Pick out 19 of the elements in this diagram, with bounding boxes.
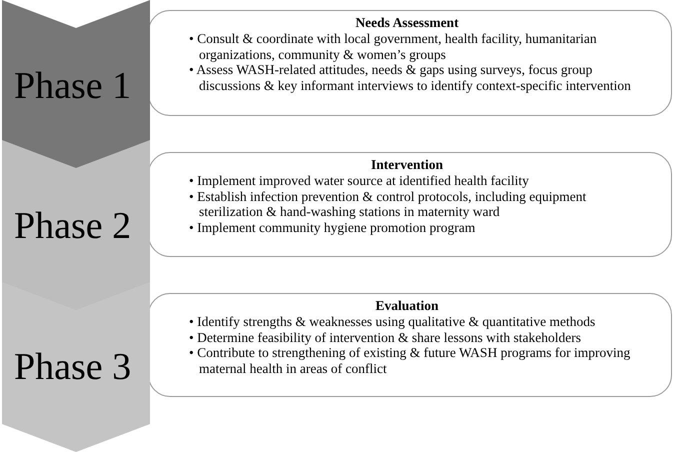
bullet-text: • Assess WASH-related attitudes, needs & gaps using surveys, focus group discussions & key informant interviews to identify context-specific intervention (188, 62, 632, 93)
panel-heading: Evaluation (374, 298, 440, 314)
text-panel (148, 293, 672, 397)
bullet-text: • Implement community hygiene promotion program (188, 220, 476, 235)
panel-heading: Needs Assessment (354, 15, 460, 31)
bullet-text: • Establish infection prevention & control protocols, including equipment sterilization & hand-washing stations in maternity ward (188, 188, 588, 220)
bullet-text: • Identify strengths & weaknesses using qualitative & quantitative methods (188, 314, 596, 330)
bullet-text: • Implement improved water source at identified health facility (188, 173, 530, 188)
panel-heading: Intervention (370, 157, 444, 173)
chevron-shape (2, 140, 150, 312)
chevron-shape (2, 282, 150, 452)
phase-label: Phase 2 (14, 204, 132, 248)
text-panel (148, 10, 672, 116)
phase-label: Phase 1 (14, 64, 132, 108)
bullet-text: • Consult & coordinate with local government, health facility, humanitarian organizations, community & women’s groups (188, 31, 598, 62)
phase-label: Phase 3 (14, 345, 132, 389)
text-panel (148, 152, 672, 257)
bullet-text: • Contribute to strengthening of existing & future WASH programs for improving maternal health in areas of conflict (188, 345, 632, 376)
bullet-text: • Determine feasibility of intervention & share lessons with stakeholders (188, 330, 582, 345)
